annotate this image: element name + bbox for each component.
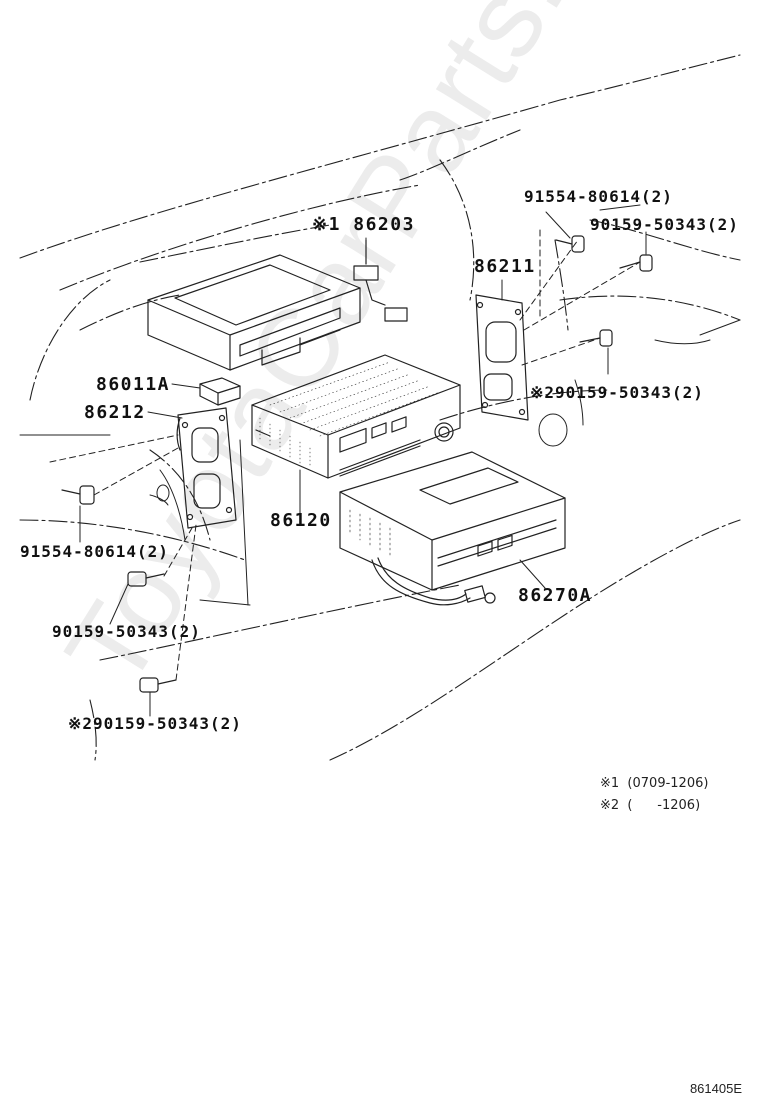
bracket-86212 [176, 407, 237, 529]
part-label-90159-bottom[interactable]: ※290159-50343(2) [68, 714, 242, 733]
connector-86011A [199, 377, 241, 406]
dashboard-outline [19, 54, 741, 761]
leader-lines [79, 211, 647, 717]
part-label-86270A[interactable]: 86270A [518, 585, 593, 606]
part-label-90159-left[interactable]: 90159-50343(2) [52, 622, 201, 641]
footnote-2: ※2 ( -1206) [600, 798, 701, 813]
part-label-91554-left[interactable]: 91554-80614(2) [20, 542, 169, 561]
bracket-86211 [475, 294, 529, 421]
part-label-86203[interactable]: ※1 86203 [312, 214, 415, 235]
part-label-90159-top[interactable]: 90159-50343(2) [590, 215, 739, 234]
unit-86270A [339, 451, 566, 606]
part-label-90159-right[interactable]: ※290159-50343(2) [530, 383, 704, 402]
footnote-1: ※1 (0709-1206) [600, 776, 709, 791]
unit-86203 [147, 254, 361, 371]
dashboard-solid-contours [19, 204, 741, 606]
diagram-id: 861405E [689, 1081, 742, 1096]
part-label-86212[interactable]: 86212 [84, 402, 146, 423]
part-label-86211[interactable]: 86211 [474, 256, 536, 277]
part-label-91554-top[interactable]: 91554-80614(2) [524, 187, 673, 206]
bolts [61, 235, 653, 693]
part-label-86120[interactable]: 86120 [270, 510, 332, 531]
connector-86203 [353, 239, 408, 322]
unit-86120 [251, 354, 461, 479]
assembly-lines [49, 229, 641, 681]
part-label-86011A[interactable]: 86011A [96, 374, 171, 395]
